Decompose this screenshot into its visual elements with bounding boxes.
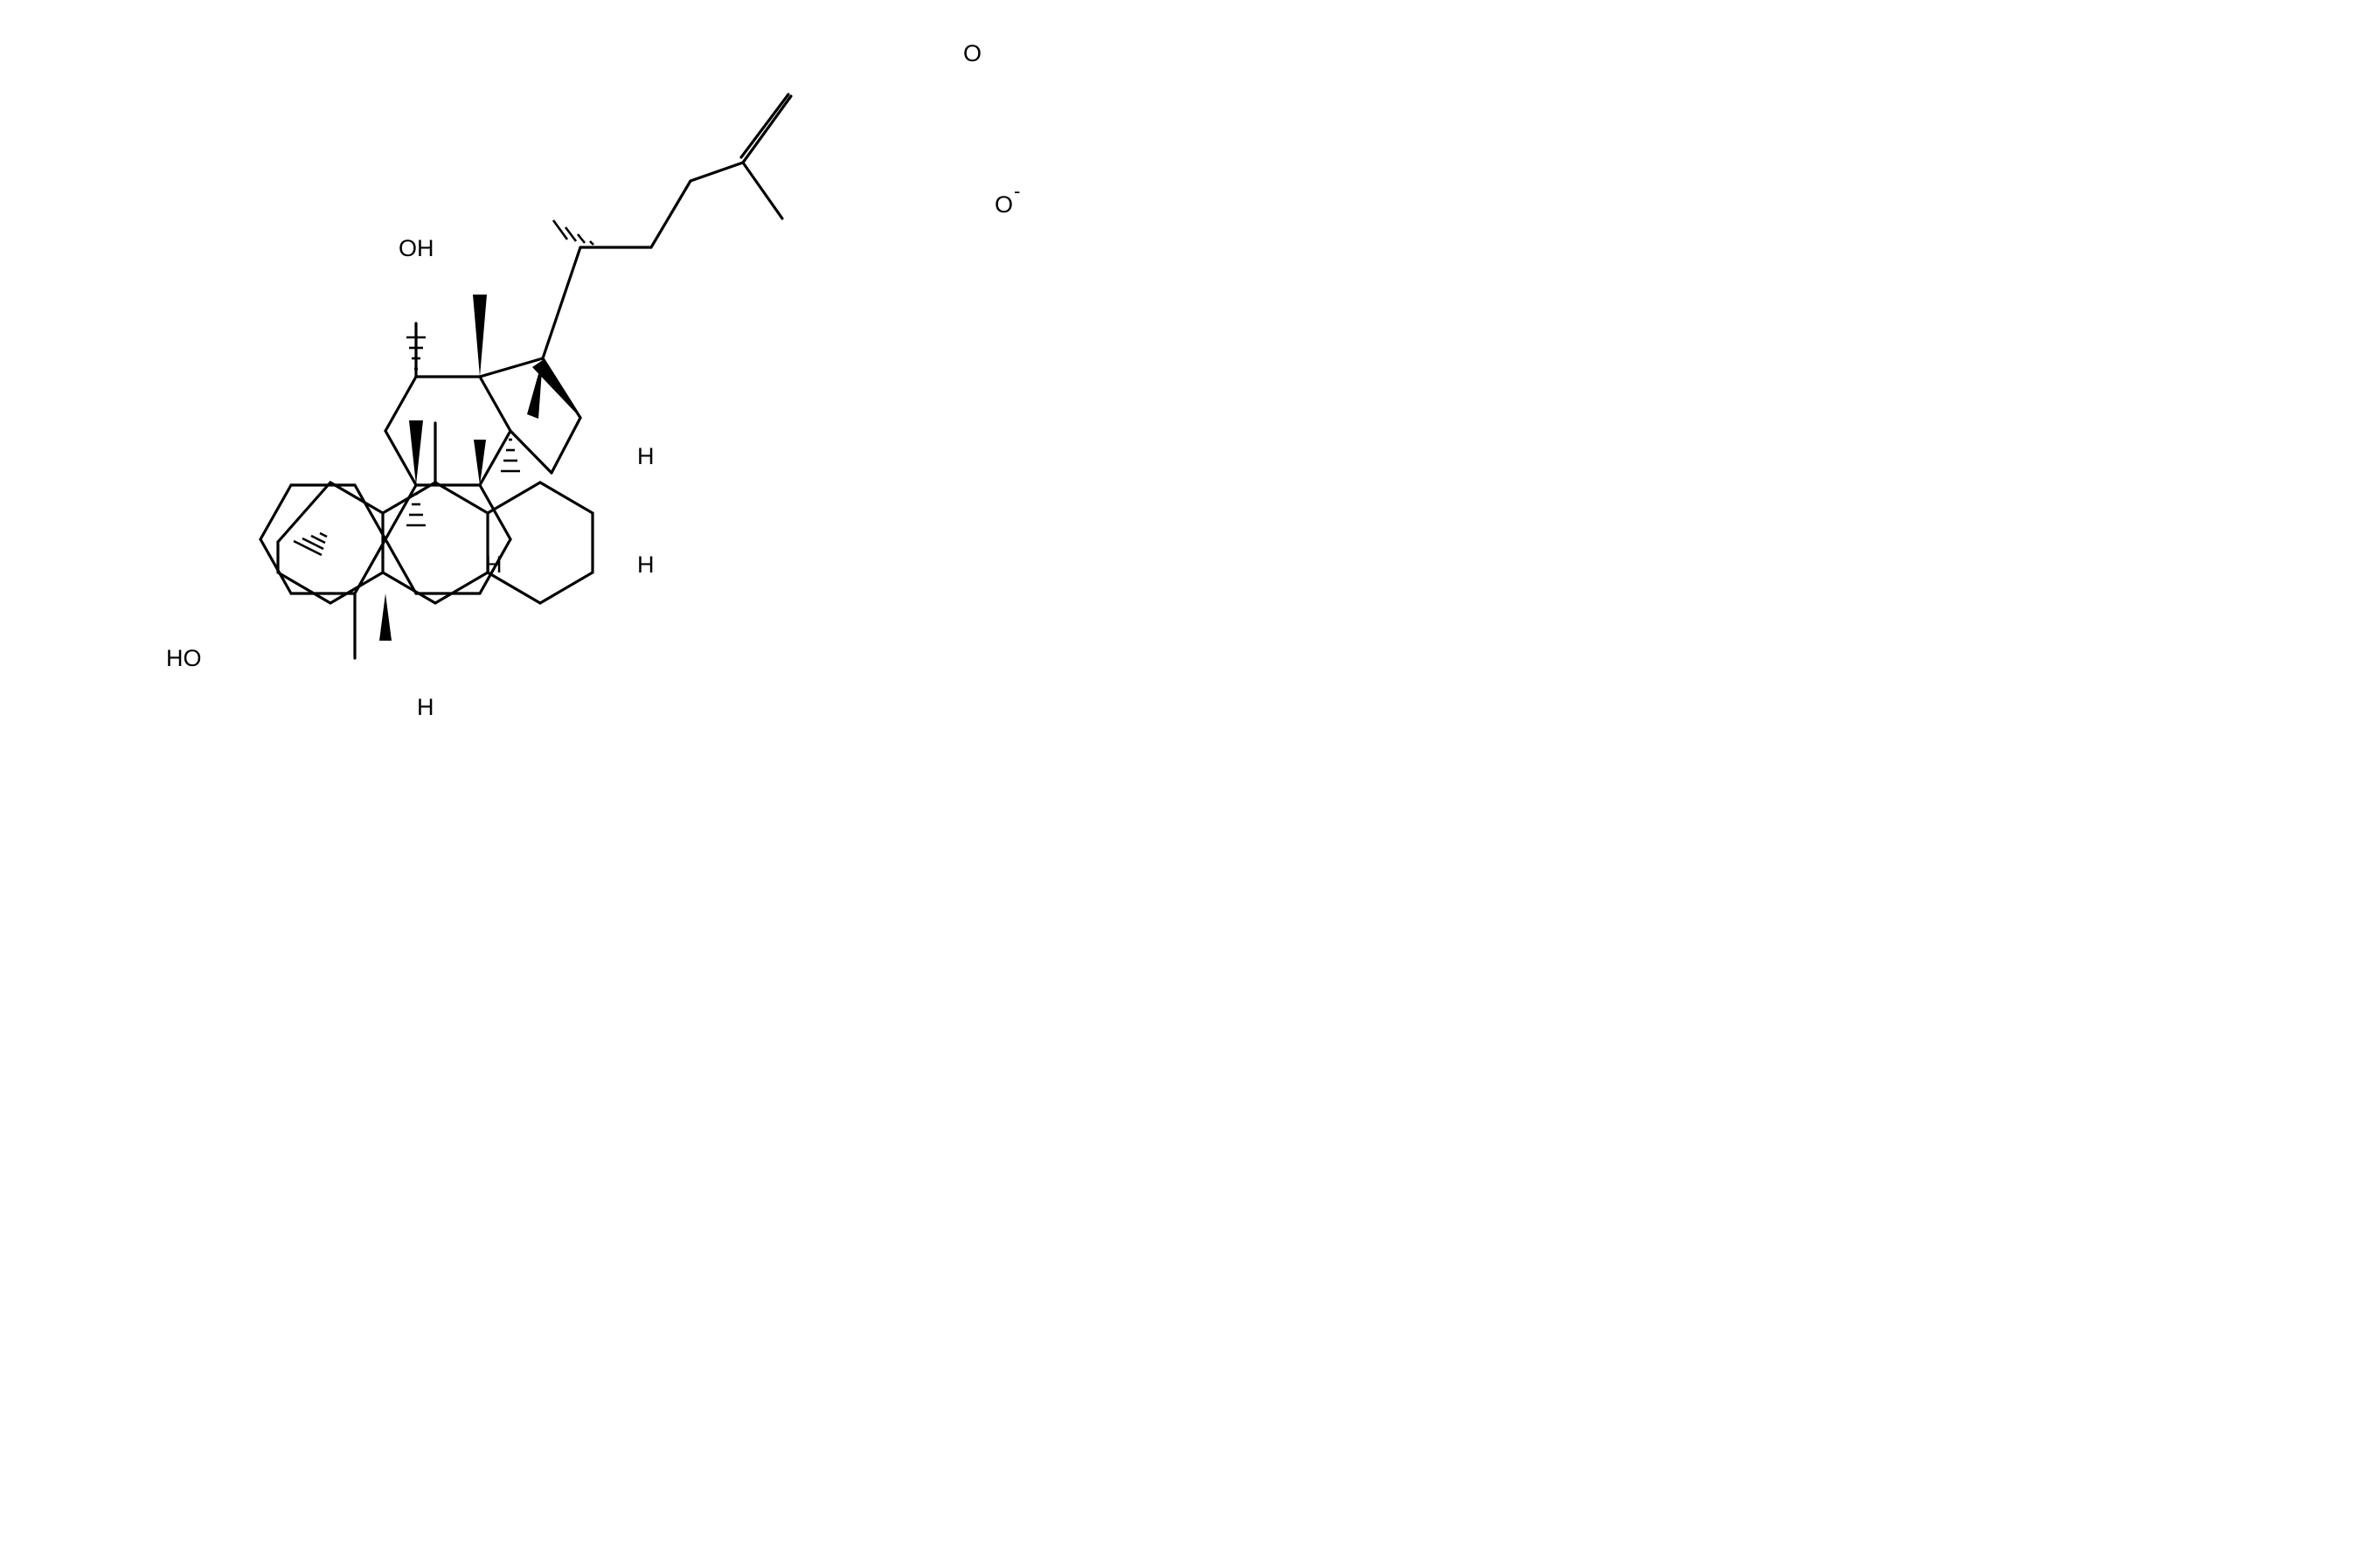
h9-label: H [485, 552, 503, 578]
side-chain-bonds [353, 93, 793, 660]
h8-label: H [637, 443, 655, 469]
h14-label: H [637, 552, 655, 578]
oh3-label: HO [166, 645, 202, 671]
o-carboxylate-label: O [995, 191, 1013, 218]
wedge-bonds [379, 295, 580, 641]
ring-bonds [259, 357, 582, 595]
o-carbonyl-label: O [963, 40, 982, 66]
charge-label: - [1014, 180, 1020, 202]
oh12-label: OH [399, 235, 434, 261]
hashed-bonds [293, 219, 594, 557]
structure-a: HO OH O O - H H H H [166, 40, 1020, 720]
structure-a-skeleton [276, 421, 594, 605]
h5-label: H [417, 694, 434, 720]
